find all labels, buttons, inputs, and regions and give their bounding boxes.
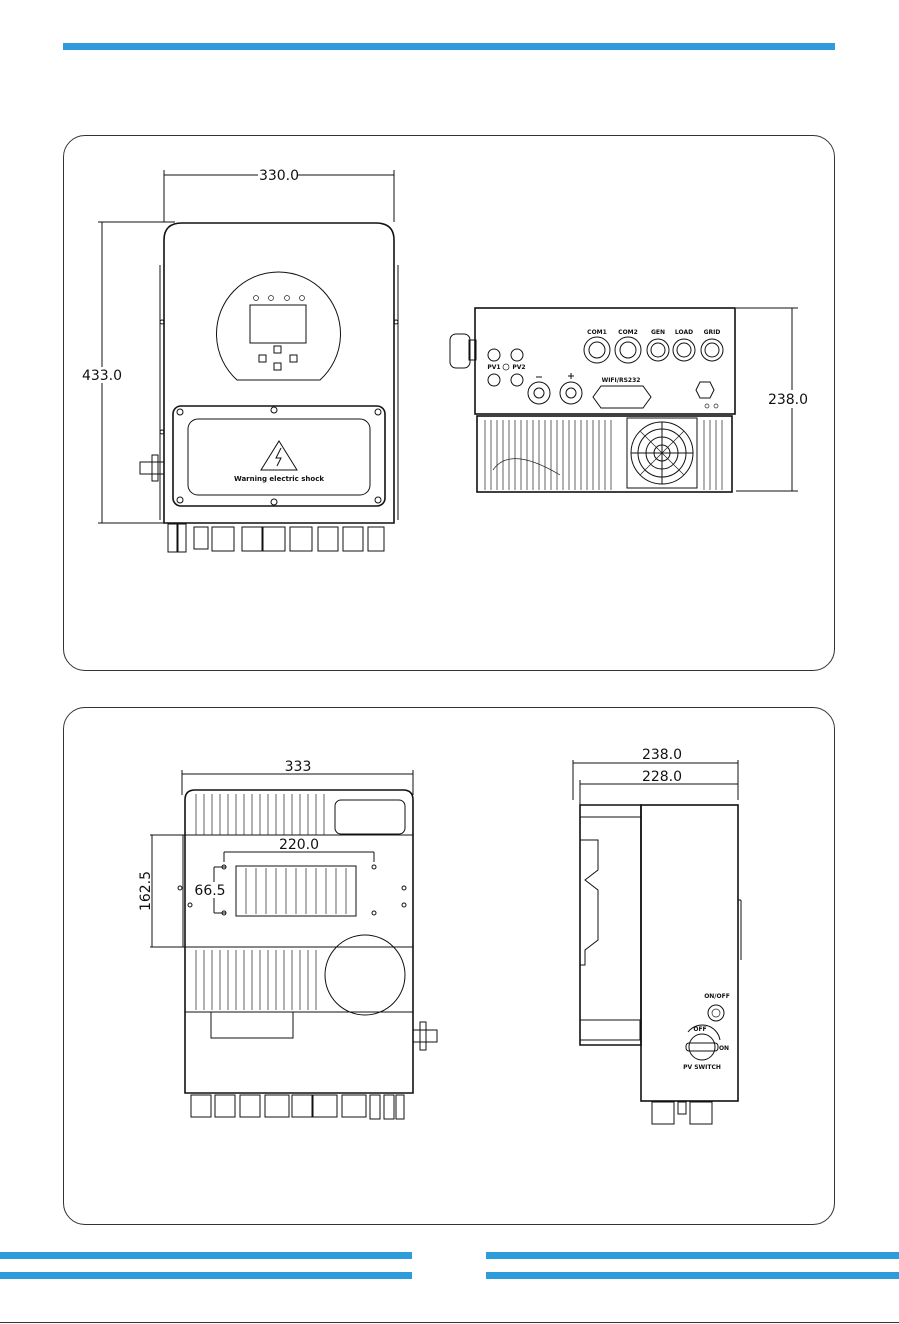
- port-label-com2: COM2: [618, 329, 638, 336]
- port-label-gen: GEN: [651, 329, 665, 336]
- on-label: ON: [719, 1045, 729, 1052]
- hole-spacing-dim: 66.5: [194, 883, 225, 899]
- bracket-width-dim: 220.0: [279, 837, 319, 853]
- bracket-height-dim: 162.5: [138, 871, 154, 911]
- pv2-label: PV2: [512, 364, 525, 371]
- wifi-label: WIFI/RS232: [602, 377, 641, 384]
- front-view: 330.0 433.0 Warn: [80, 167, 398, 552]
- pv-switch-label: PV SWITCH: [683, 1064, 721, 1071]
- pv1-label: PV1: [487, 364, 500, 371]
- rear-width-dim: 333: [285, 759, 312, 775]
- port-label-load: LOAD: [675, 329, 693, 336]
- onoff-label: ON/OFF: [704, 993, 730, 1000]
- front-height-dim: 433.0: [82, 368, 122, 384]
- front-width-dim: 330.0: [259, 168, 299, 184]
- off-label: OFF: [693, 1026, 706, 1033]
- rear-view: 333 162.5 220.0 66.5: [138, 759, 437, 1119]
- bottom-view: 238.0 COM1 COM2 GEN LOAD GRID PV1 PV2 WI…: [450, 308, 808, 492]
- side-overall-depth-dim: 238.0: [642, 747, 682, 763]
- port-label-grid: GRID: [704, 329, 721, 336]
- side-view: 238.0 228.0 ON/OFF OFF ON PV SWITCH: [573, 747, 741, 1124]
- warning-label: Warning electric shock: [234, 475, 324, 483]
- side-body-depth-dim: 228.0: [642, 769, 682, 785]
- port-label-com1: COM1: [587, 329, 607, 336]
- bottom-depth-dim: 238.0: [768, 392, 808, 408]
